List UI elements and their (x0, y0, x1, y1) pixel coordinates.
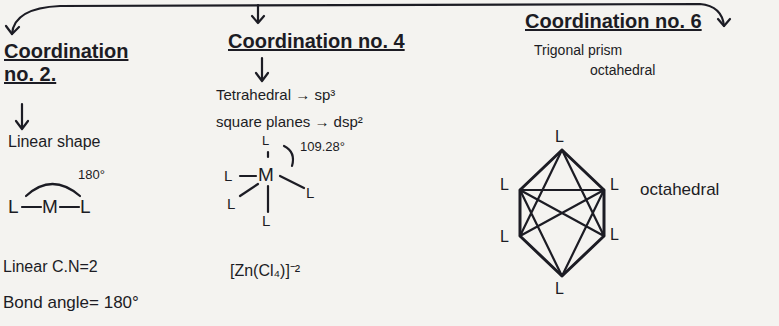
bond-line (240, 184, 258, 196)
bond-line (267, 152, 269, 157)
down-arrow (16, 104, 28, 129)
angle-value: 109.28° (300, 140, 345, 155)
bond-line (267, 186, 269, 212)
ligand-symbol: L (555, 128, 564, 146)
hybrid-note: Tetrahedral → sp³ (216, 86, 335, 103)
ligand-symbol: L (500, 176, 509, 194)
shape-note: Trigonal prism (534, 42, 622, 58)
bond-line (280, 176, 304, 188)
ligand-symbol: L (500, 228, 509, 246)
ligand-symbol: L (80, 196, 91, 218)
formula-text: [Zn(Cl₄)]⁻² (230, 262, 300, 280)
shape-note: Linear shape (8, 133, 101, 151)
octahedron (520, 150, 604, 276)
ligand-symbol: L (555, 280, 564, 298)
hybrid-note: square planes → dsp² (216, 113, 363, 130)
angle-arc (284, 146, 293, 166)
arrow-head (6, 26, 19, 34)
ligand-symbol: L (262, 212, 270, 229)
note-text: Linear C.N=2 (3, 258, 98, 276)
bond-line (240, 175, 256, 177)
note-text: Bond angle= 180° (3, 293, 139, 313)
shape-note: octahedral (590, 62, 655, 78)
section-heading: Coordination no. 6 (525, 10, 702, 33)
octahedron-edges (520, 150, 604, 276)
ligand-symbol: L (610, 176, 619, 194)
metal-symbol: M (258, 164, 274, 186)
metal-symbol: M (42, 196, 58, 218)
shape-caption: octahedral (640, 180, 719, 200)
ligand-symbol: L (227, 195, 235, 212)
ligand-symbol: L (610, 226, 619, 244)
ligand-symbol: L (224, 167, 232, 184)
ligand-symbol: L (8, 196, 19, 218)
angle-arc (26, 184, 80, 196)
ligand-symbol: L (262, 134, 269, 149)
angle-value: 180° (78, 168, 105, 183)
down-arrow (256, 58, 268, 81)
ligand-symbol: L (306, 184, 314, 201)
arrow-head (718, 19, 730, 26)
top-bracket (12, 4, 724, 34)
section-heading: Coordination no. 4 (228, 30, 405, 53)
section-heading: Coordination no. 2. (4, 40, 134, 86)
arrow-head (252, 5, 264, 23)
